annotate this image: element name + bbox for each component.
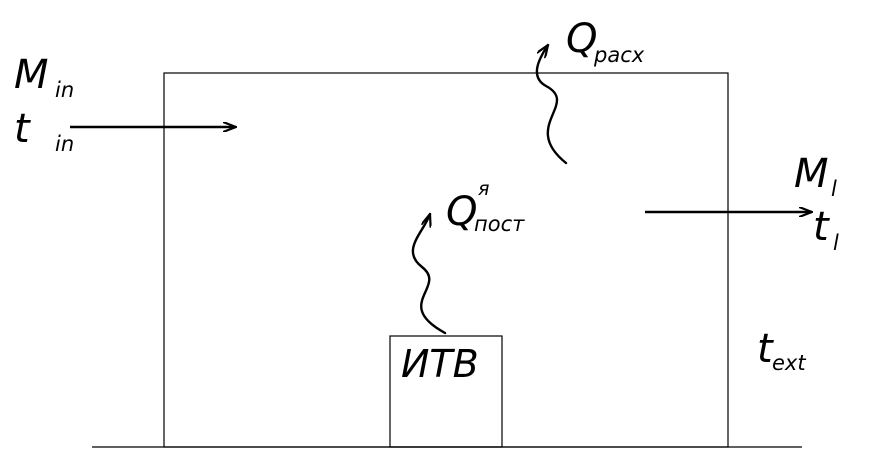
- heat-loss-symbol: Q: [566, 16, 597, 62]
- heat-gain-symbol: Q: [446, 189, 477, 235]
- room-enclosure: [163, 72, 729, 448]
- temp-in-symbol: t: [14, 106, 31, 152]
- mass-out-subscript: l: [831, 177, 837, 201]
- heat-gain-subscript: пост: [474, 212, 525, 236]
- temp-ext-symbol: t: [757, 326, 774, 372]
- mass-in-subscript: in: [55, 78, 74, 102]
- temp-out-symbol: t: [813, 204, 830, 250]
- mass-in-symbol: M: [14, 52, 49, 98]
- temp-out-label: t l: [813, 204, 839, 255]
- heat-gain-wave-arrow: [411, 214, 447, 335]
- temp-out-subscript: l: [833, 231, 839, 255]
- heat-loss-subscript: расх: [593, 43, 645, 67]
- heat-loss-label: Q расх: [566, 16, 645, 67]
- mass-in-label: M in: [14, 52, 74, 102]
- temp-ext-subscript: ext: [772, 351, 806, 375]
- heat-gain-superscript: я: [478, 178, 489, 200]
- temp-ext-label: t ext: [757, 326, 806, 375]
- temp-in-label: t in: [14, 106, 74, 156]
- heat-source-box: [389, 335, 503, 448]
- heat-loss-wave-arrow: [535, 45, 568, 165]
- heat-source-label: ИТВ: [401, 342, 479, 386]
- mass-out-symbol: M: [794, 151, 829, 197]
- temp-in-subscript: in: [55, 132, 74, 156]
- heat-gain-label: Q я пост: [446, 178, 525, 236]
- mass-out-label: M l: [794, 151, 837, 201]
